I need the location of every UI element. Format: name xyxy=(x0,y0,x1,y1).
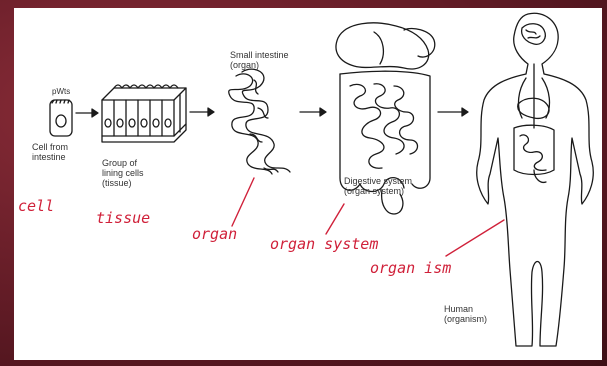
cell-caption: Cell from intestine xyxy=(32,142,68,162)
arrow-system-to-organism xyxy=(438,108,468,116)
system-caption: Digestive system (organ system) xyxy=(344,176,412,196)
small-intestine-drawing xyxy=(229,69,290,174)
pointer-organism xyxy=(446,220,504,256)
pointer-organ-system xyxy=(326,204,344,234)
handwritten-cell: cell xyxy=(18,198,54,214)
organism-caption: Human (organism) xyxy=(444,304,487,324)
handwritten-tissue: tissue xyxy=(96,210,150,226)
diagram-paper: pWts Cell from intestine Group of lining… xyxy=(14,8,602,360)
handwritten-organ: organ xyxy=(192,226,237,242)
handwritten-organ-system: organ system xyxy=(270,236,378,252)
arrow-tissue-to-organ xyxy=(190,108,214,116)
handwritten-organism: organ ism xyxy=(370,260,451,276)
cell-drawing xyxy=(50,100,72,136)
arrow-organ-to-system xyxy=(300,108,326,116)
human-silhouette-drawing xyxy=(477,13,594,346)
tissue-drawing xyxy=(102,85,186,142)
tissue-caption: Group of lining cells (tissue) xyxy=(102,158,144,188)
pointer-organ xyxy=(232,178,254,226)
organ-caption: Small intestine (organ) xyxy=(230,50,289,70)
cell-mark-label: pWts xyxy=(52,87,70,97)
arrow-cell-to-tissue xyxy=(76,109,98,117)
